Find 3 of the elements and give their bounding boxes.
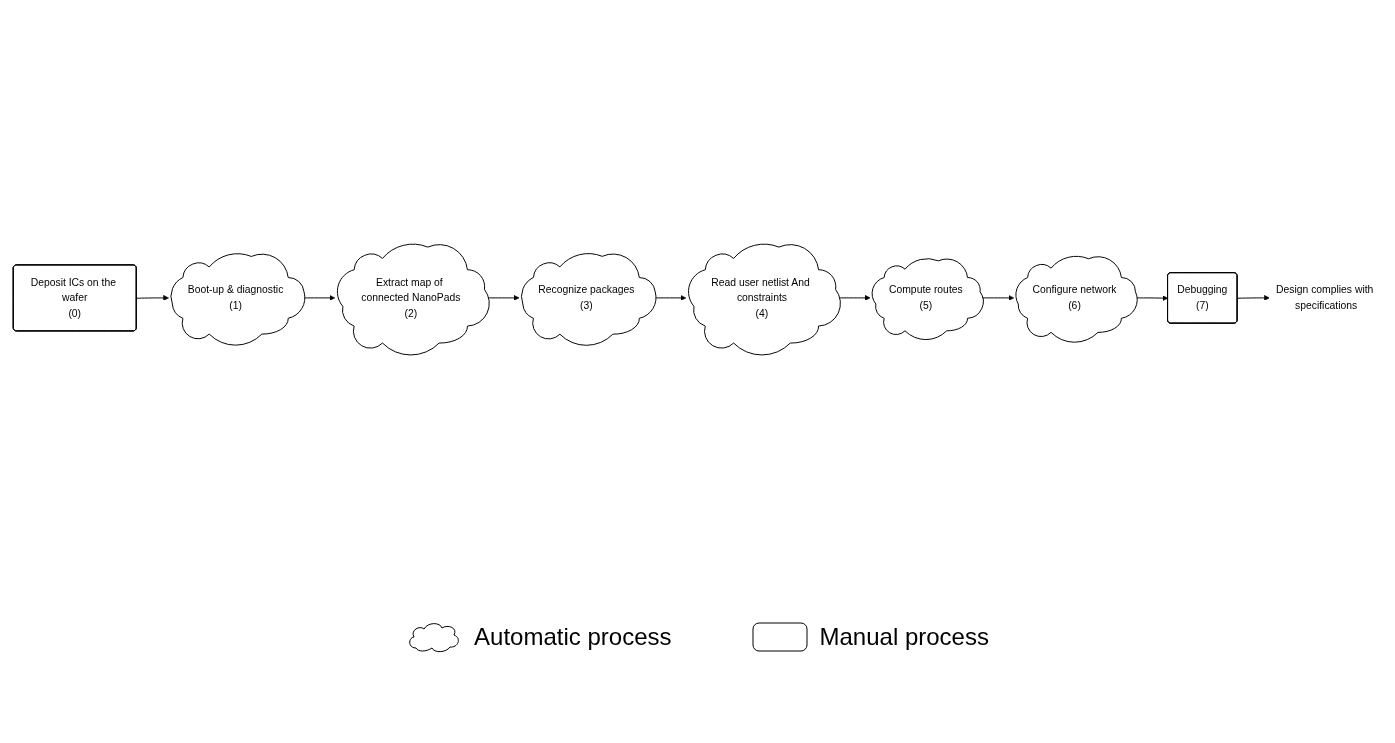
node-text: Design complies with specifications xyxy=(1275,284,1373,312)
legend-label: Manual process xyxy=(819,623,989,651)
legend-label: Automatic process xyxy=(474,623,672,651)
